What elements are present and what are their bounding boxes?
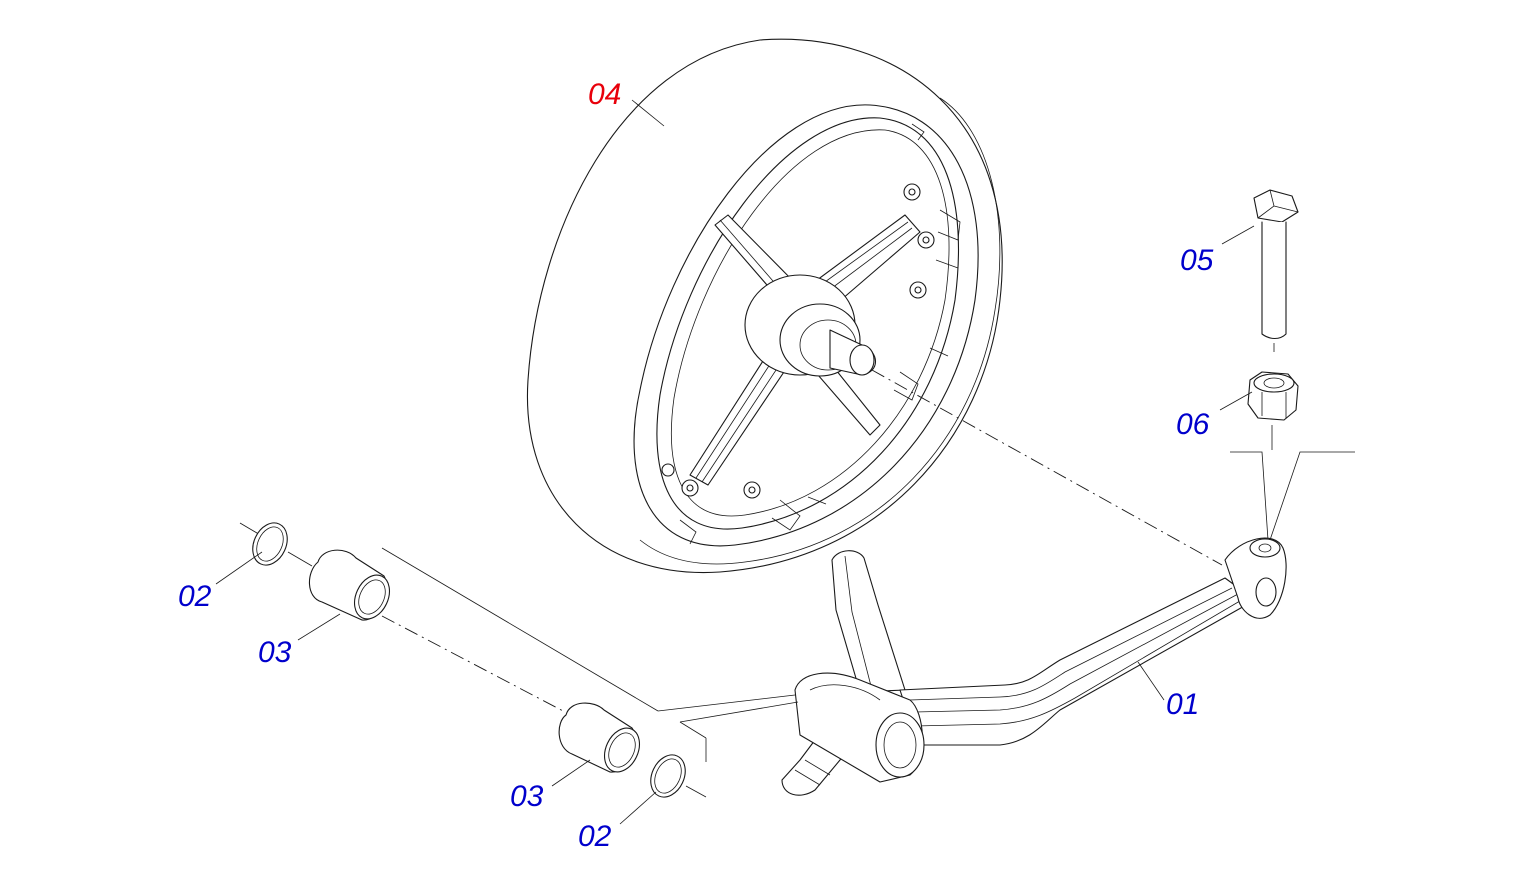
wheel-tire-inner-edge [639, 97, 1001, 565]
part-label-03-bottom: 03 [510, 780, 544, 813]
part-label-02-bottom: 02 [578, 820, 612, 853]
o-ring-02-top [252, 522, 288, 566]
wheel-rim-segments [679, 123, 961, 545]
part-label-05: 05 [1180, 244, 1214, 277]
part-label-04: 04 [588, 78, 621, 111]
part-label-06: 06 [1176, 408, 1210, 441]
part-label-03-top: 03 [258, 636, 292, 669]
bushing-03-bottom [558, 702, 641, 773]
bolt-05 [1253, 189, 1299, 352]
wheel-bolts [661, 183, 935, 499]
pivot-axis-lines [239, 522, 799, 798]
arm-01 [781, 537, 1287, 796]
assembly-guide-lines [1230, 451, 1355, 541]
nut-06 [1247, 371, 1299, 450]
bushing-03-top [308, 549, 391, 621]
leader-lines [215, 99, 1255, 825]
o-ring-02-bottom [650, 754, 686, 798]
wheel-assembly [526, 38, 1003, 574]
part-label-01: 01 [1166, 688, 1199, 721]
wheel-hub [744, 274, 877, 377]
wheel-rim-outer [633, 104, 979, 547]
part-label-02-top: 02 [178, 580, 212, 613]
